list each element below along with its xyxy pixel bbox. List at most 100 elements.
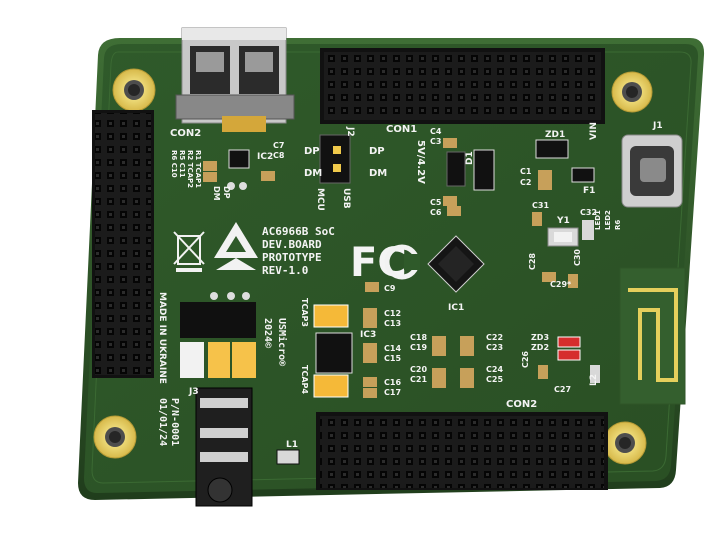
label-zd3: ZD3 bbox=[531, 333, 549, 342]
label-con1: CON1 bbox=[386, 124, 417, 135]
label-c5: C5 bbox=[430, 198, 442, 207]
label-c30: C30 bbox=[573, 249, 582, 266]
label-tcap4: TCAP4 bbox=[300, 365, 309, 394]
pn-line-1: P/N-0001 bbox=[169, 398, 180, 446]
ic2-chip bbox=[228, 149, 250, 169]
soc-line-2: DEV.BOARD bbox=[262, 238, 322, 251]
usb-a-connector bbox=[175, 27, 295, 132]
label-l2: L2 bbox=[589, 374, 599, 386]
label-c24: C24 bbox=[486, 365, 503, 374]
zd1-diode bbox=[535, 139, 569, 159]
label-y1: Y1 bbox=[556, 216, 570, 226]
soc-line-3: PROTOTYPE bbox=[262, 251, 322, 264]
label-ic1: IC1 bbox=[448, 303, 464, 313]
board-title-block: AC6966B SoC DEV.BOARD PROTOTYPE REV-1.0 bbox=[262, 225, 335, 277]
label-f1: F1 bbox=[583, 186, 595, 196]
mounting-hole-top-right bbox=[611, 71, 653, 113]
pn-line-2: 01/01/24 bbox=[157, 398, 168, 446]
label-ic2: IC2 bbox=[257, 152, 273, 162]
audio-jack bbox=[195, 387, 253, 507]
ic1-chip bbox=[427, 235, 485, 293]
left-block-line-3: R5 C11 bbox=[178, 150, 186, 178]
label-mcu: MCU bbox=[315, 188, 325, 211]
label-c18: C18 bbox=[410, 333, 427, 342]
label-c17: C17 bbox=[384, 388, 401, 397]
label-dp-small: DP bbox=[222, 186, 231, 199]
label-c3: C3 bbox=[430, 137, 441, 146]
label-c32: C32 bbox=[580, 208, 597, 217]
label-c19: C19 bbox=[410, 343, 427, 352]
label-dm-right: DM bbox=[369, 168, 387, 179]
left-block-line-1: R1 TCAP1 bbox=[194, 150, 202, 188]
label-l1: L1 bbox=[286, 440, 298, 450]
label-c20: C20 bbox=[410, 365, 427, 374]
header-con1 bbox=[320, 48, 605, 124]
f1-fuse bbox=[571, 167, 595, 183]
label-c23: C23 bbox=[486, 343, 503, 352]
label-zd2: ZD2 bbox=[531, 343, 549, 352]
label-c9: C9 bbox=[384, 284, 396, 293]
label-c21: C21 bbox=[410, 375, 427, 384]
soc-line-1: AC6966B SoC bbox=[262, 225, 335, 238]
label-c25: C25 bbox=[486, 375, 503, 384]
fcc-logo-icon: FC bbox=[350, 240, 420, 286]
left-block-line-4: R6 C10 bbox=[170, 150, 178, 178]
label-ic3: IC3 bbox=[360, 330, 376, 340]
brand-line-1: USMicro® bbox=[276, 318, 288, 367]
soc-line-4: REV-1.0 bbox=[262, 264, 308, 277]
label-c16: C16 bbox=[384, 378, 401, 387]
label-dm-left: DM bbox=[304, 168, 322, 179]
label-c8: C8 bbox=[273, 151, 285, 160]
label-c4: C4 bbox=[430, 127, 442, 136]
usb-c-connector bbox=[621, 134, 683, 208]
label-c27: C27 bbox=[554, 385, 571, 394]
tcap4-capacitor bbox=[313, 374, 349, 398]
weee-bin-icon bbox=[173, 231, 205, 272]
label-dp-right: DP bbox=[369, 146, 385, 157]
label-zd1: ZD1 bbox=[545, 130, 565, 140]
left-block-line-2: R2 TCAP2 bbox=[186, 150, 194, 188]
label-c26: C26 bbox=[521, 351, 530, 368]
label-j2: J2 bbox=[345, 126, 355, 137]
label-volt: 5V/4.2V bbox=[415, 140, 426, 184]
label-c15: C15 bbox=[384, 354, 401, 363]
zd2-zd3-diodes bbox=[557, 336, 581, 361]
silkscreen-labels: CON1 CON2 CON2 J1 J3 VIN D1 ZD1 F1 IC1 I… bbox=[170, 121, 663, 450]
tcap3-capacitor bbox=[313, 304, 349, 328]
mounting-hole-top-left bbox=[112, 68, 156, 112]
j3-header bbox=[180, 292, 256, 378]
mounting-hole-bottom-left bbox=[93, 415, 137, 459]
header-con2-left bbox=[92, 110, 154, 378]
passive-components bbox=[203, 134, 600, 465]
label-led1: LED1 bbox=[594, 210, 602, 230]
label-con2-top: CON2 bbox=[170, 128, 201, 139]
ic3-chip bbox=[315, 332, 353, 374]
label-c31: C31 bbox=[532, 201, 549, 210]
label-c29: C29* bbox=[550, 280, 572, 289]
label-c12: C12 bbox=[384, 309, 401, 318]
label-c14: C14 bbox=[384, 344, 401, 353]
label-c22: C22 bbox=[486, 333, 503, 342]
label-usb: USB bbox=[341, 188, 351, 209]
d1-diode bbox=[473, 149, 495, 191]
label-dp-left: DP bbox=[304, 146, 320, 157]
label-c28: C28 bbox=[528, 253, 537, 270]
label-c6: C6 bbox=[430, 208, 442, 217]
header-con2-bottom bbox=[316, 412, 608, 490]
label-d1: D1 bbox=[465, 151, 475, 165]
label-vin: VIN bbox=[589, 122, 599, 140]
crystal-y1 bbox=[547, 227, 579, 247]
label-j3: J3 bbox=[188, 387, 199, 397]
label-led2: LED2 bbox=[604, 210, 612, 230]
esd-warning-icon bbox=[214, 222, 258, 270]
pcb-antenna bbox=[619, 267, 686, 405]
brand-line-2: 2024© bbox=[262, 318, 273, 349]
label-c7: C7 bbox=[273, 141, 284, 150]
label-dm-small: DM bbox=[212, 186, 221, 201]
label-tcap3: TCAP3 bbox=[300, 298, 309, 327]
made-in-label: MADE IN UKRAINE bbox=[157, 292, 167, 384]
label-c13: C13 bbox=[384, 319, 401, 328]
mounting-hole-bottom-right bbox=[603, 421, 647, 465]
label-c2: C2 bbox=[520, 178, 531, 187]
